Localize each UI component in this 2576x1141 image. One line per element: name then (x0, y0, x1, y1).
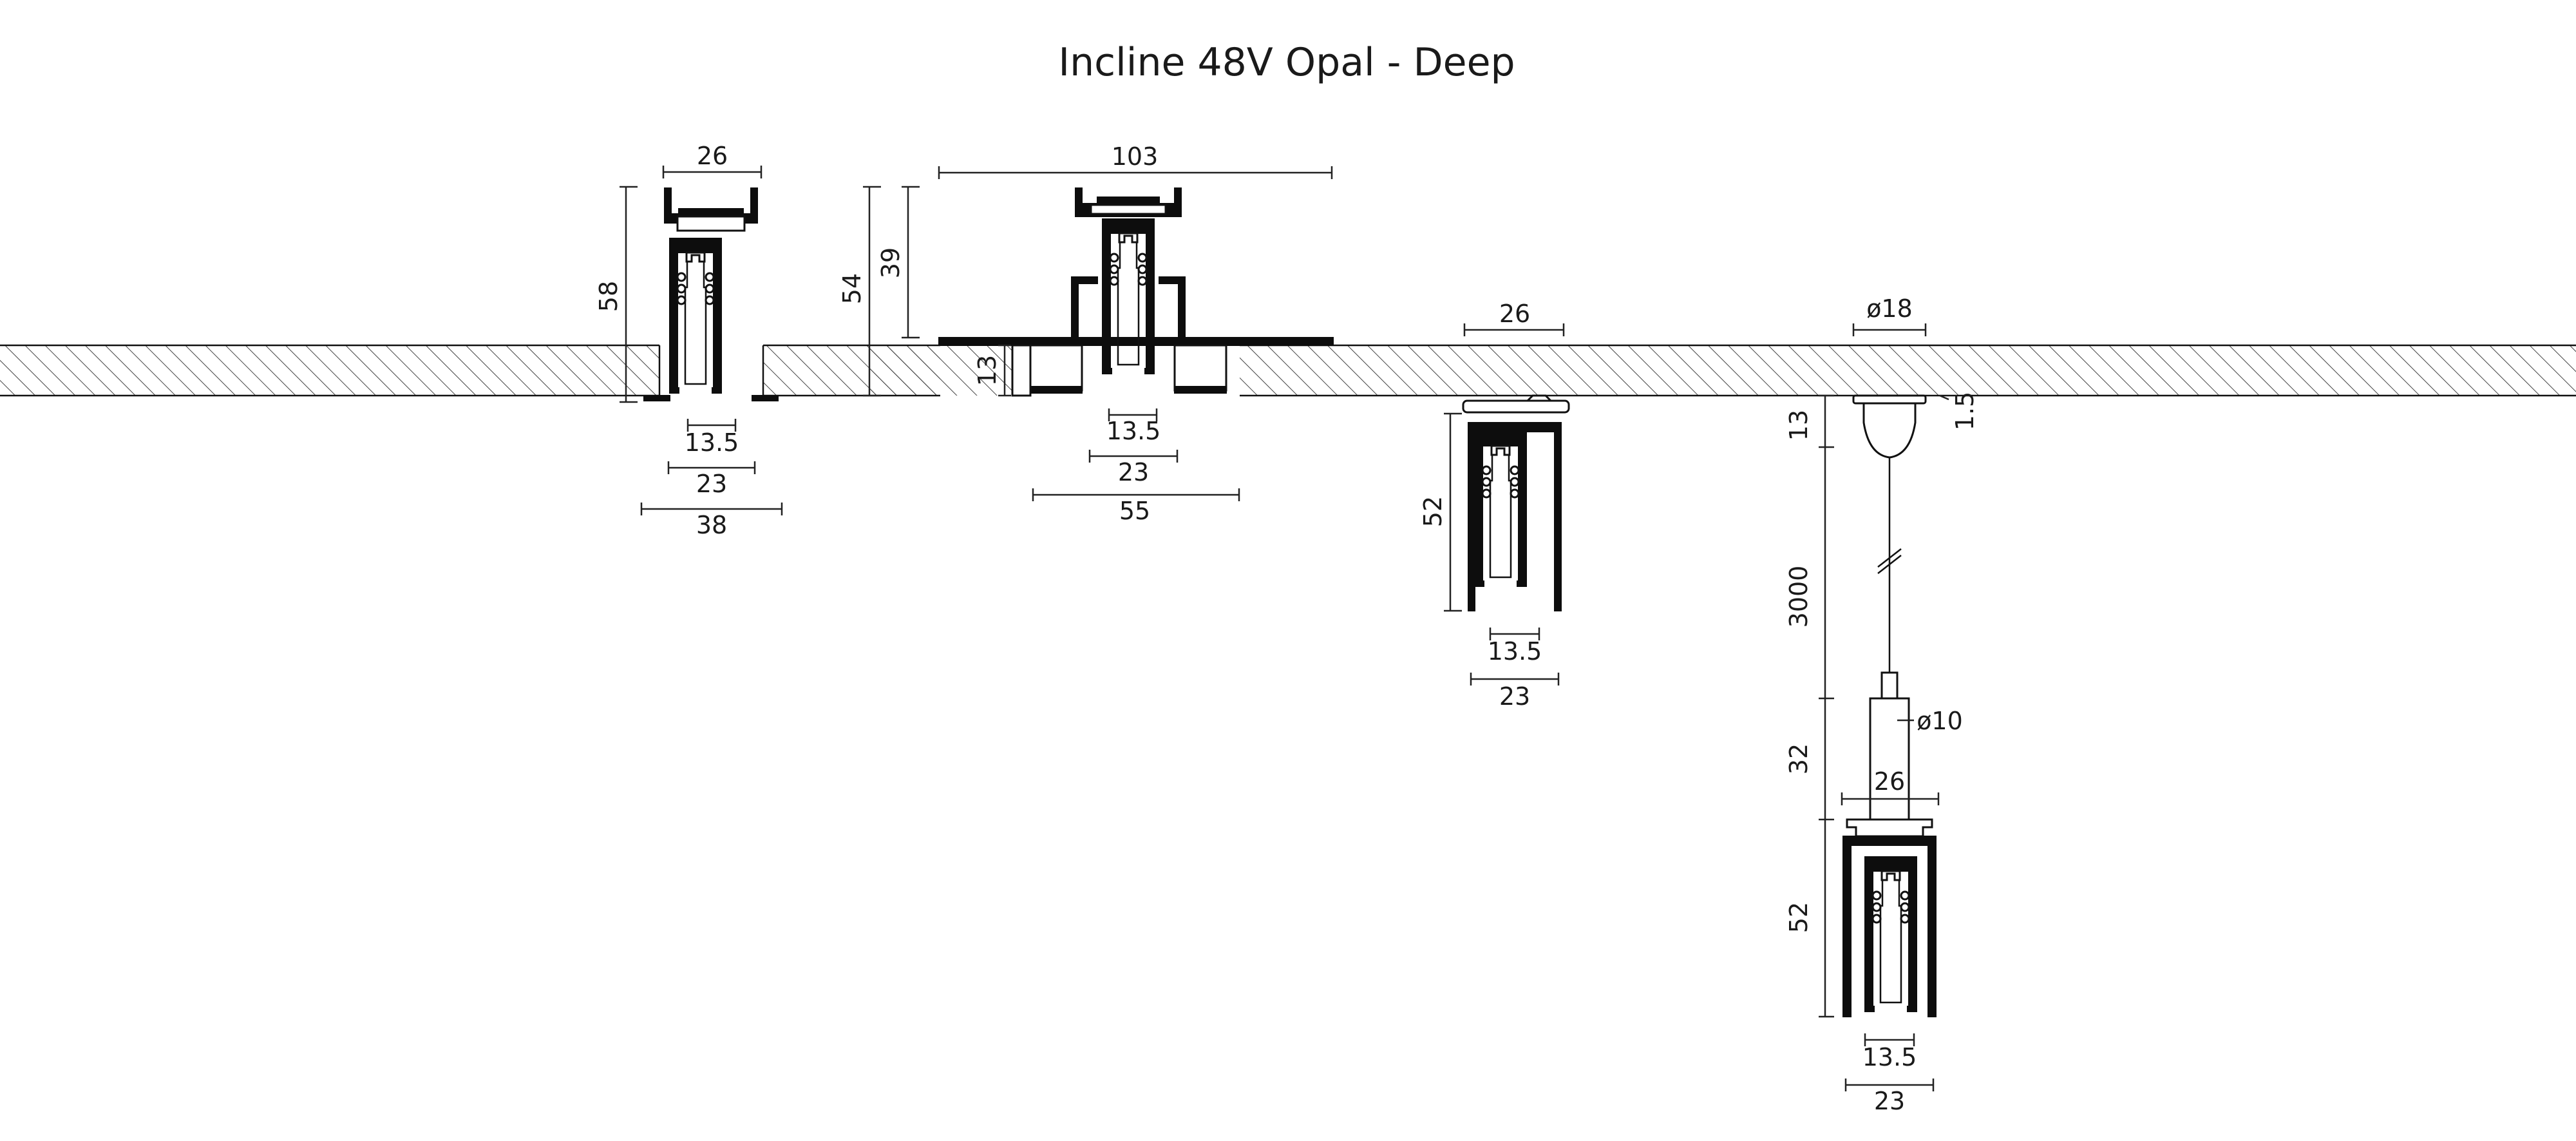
dim-plaster-ceiling: 13 (973, 355, 1001, 386)
dim-surface-mid: 23 (1499, 682, 1530, 711)
dim-pendant-inner: 13.5 (1862, 1043, 1917, 1071)
page-title: Incline 48V Opal - Deep (1058, 40, 1515, 85)
dim-pendant-mid: 23 (1874, 1087, 1905, 1115)
plaster-in-profile (938, 187, 1334, 397)
dim-recessed-mid: 23 (696, 470, 727, 498)
surface-dimensions: 26 52 13.5 23 (1419, 300, 1565, 711)
dim-pendant-connector-diameter: ø10 (1917, 707, 1963, 735)
pendant-dimensions: ø18 1.5 13 3000 32 ø10 26 52 13.5 23 (1785, 294, 1979, 1115)
dim-pendant-canopy-height: 13 (1785, 410, 1813, 441)
pendant-profile (1842, 394, 1937, 1017)
surface-profile (1462, 394, 1570, 611)
dim-surface-top: 26 (1499, 300, 1530, 328)
dim-recessed-flange: 38 (696, 511, 727, 539)
ceiling-slab (0, 344, 2576, 397)
dim-plaster-inner: 13.5 (1106, 417, 1161, 445)
dim-plaster-flange: 55 (1119, 497, 1150, 525)
dim-pendant-connector-height: 32 (1785, 743, 1813, 774)
dim-pendant-top: 26 (1874, 767, 1905, 796)
dim-plaster-depth: 39 (876, 247, 905, 278)
plaster-in-dimensions: 103 54 39 13 13.5 23 55 (838, 142, 1333, 525)
dim-plaster-mid: 23 (1118, 458, 1149, 486)
dim-recessed-inner: 13.5 (685, 428, 739, 457)
dim-pendant-height: 52 (1785, 902, 1813, 933)
dim-pendant-canopy-diameter: ø18 (1866, 294, 1913, 323)
dim-surface-height: 52 (1419, 496, 1447, 527)
dim-pendant-canopy-thickness: 1.5 (1951, 392, 1979, 430)
recessed-dimensions: 26 58 13.5 23 38 (594, 142, 783, 539)
dim-plaster-total: 103 (1112, 142, 1159, 171)
dim-surface-inner: 13.5 (1488, 637, 1542, 666)
dim-recessed-height: 58 (594, 281, 623, 312)
recessed-profile (643, 187, 779, 401)
dim-pendant-cable-length: 3000 (1785, 566, 1813, 628)
dim-recessed-top: 26 (697, 142, 728, 170)
dim-plaster-height: 54 (838, 273, 866, 304)
